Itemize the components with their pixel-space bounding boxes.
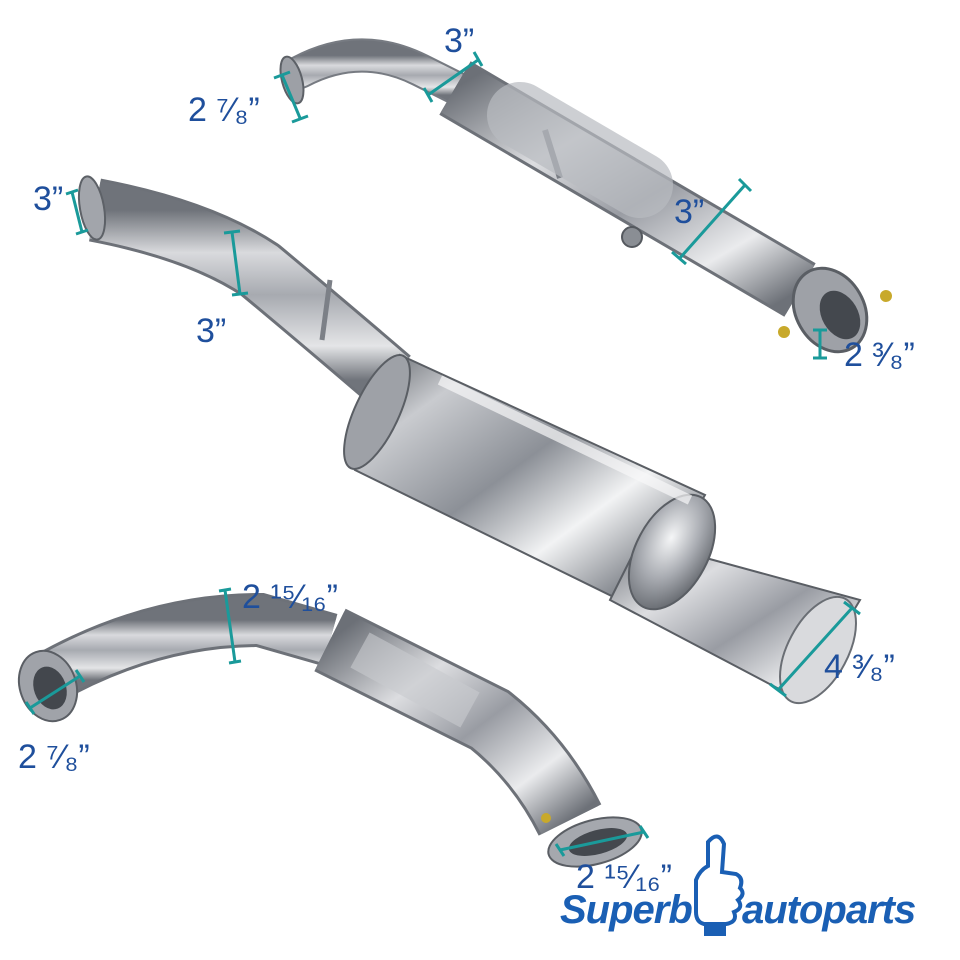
brand-name-left: Superb — [560, 888, 693, 932]
brand-name-right: autoparts — [742, 888, 916, 932]
brand-logo: Superb autoparts — [560, 834, 950, 948]
thumbs-up-icon — [694, 834, 745, 936]
dimension-top-outlet: 2 ³⁄₈” — [844, 336, 915, 374]
dimension-bottom-inlet: 2 ⁷⁄₈” — [18, 738, 90, 776]
dimension-bottom-outlet: 2 ¹⁵⁄₁₆” — [576, 858, 672, 896]
bottom-pipe-assembly — [17, 592, 643, 868]
dimension-top-body: 3” — [674, 193, 705, 231]
dimension-main-pipe: 3” — [196, 312, 227, 350]
dimension-top-pipe: 3” — [444, 22, 475, 60]
top-pipe-assembly — [279, 38, 892, 354]
dimension-top-flange: 2 ⁷⁄₈” — [188, 91, 260, 129]
dimension-lines — [24, 51, 861, 857]
dimension-muffler-tip: 4 ³⁄₈” — [824, 648, 895, 686]
dimension-main-inlet: 3” — [33, 180, 64, 218]
main-pipe-muffler — [77, 175, 862, 705]
dimension-bottom-pipe: 2 ¹⁵⁄₁₆” — [242, 578, 338, 616]
